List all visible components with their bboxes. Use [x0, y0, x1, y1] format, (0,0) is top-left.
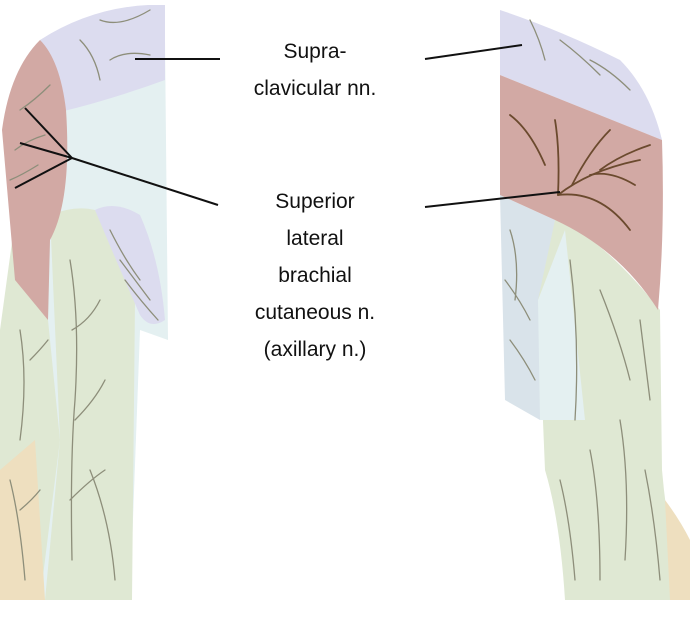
superior-lateral-label: Superior lateral brachial cutaneous n. (…	[230, 183, 400, 368]
right-axillary-nerve-region	[500, 75, 663, 310]
pointer-superior-lateral-right	[424, 191, 561, 208]
pointer-axillary-branch-3	[14, 157, 73, 189]
pointer-superior-lateral-left	[71, 157, 219, 206]
left-forearm-region	[0, 440, 45, 600]
right-medial-region	[538, 230, 585, 420]
superior-lateral-label-line5: (axillary n.)	[263, 338, 367, 361]
superior-lateral-label-line2: lateral	[286, 227, 344, 250]
left-arm-anterior	[0, 5, 168, 601]
right-arm-posterior	[500, 10, 690, 600]
pointer-supraclavicular-right	[424, 44, 523, 60]
pointer-axillary-branch-2	[19, 142, 73, 159]
superior-lateral-label-line4: cutaneous n.	[254, 301, 376, 324]
left-axillary-nerve-region	[2, 40, 68, 320]
superior-lateral-label-line1: Superior	[275, 190, 355, 213]
pointer-axillary-branch-1	[24, 107, 73, 159]
right-axillary-nerve-branches	[509, 114, 651, 231]
supraclavicular-label-line1: Supra-	[283, 40, 347, 63]
left-cutaneous-nerves	[9, 9, 159, 581]
pointer-lines	[14, 44, 561, 208]
superior-lateral-label-line3: brachial	[278, 264, 352, 287]
supraclavicular-label-line2: clavicular nn.	[253, 77, 377, 100]
right-forearm-region	[665, 500, 690, 600]
supraclavicular-label: Supra- clavicular nn.	[230, 33, 400, 107]
right-cutaneous-nerves	[504, 19, 661, 581]
left-supraclavicular-region	[40, 5, 165, 112]
right-supraclavicular-region	[500, 10, 662, 140]
